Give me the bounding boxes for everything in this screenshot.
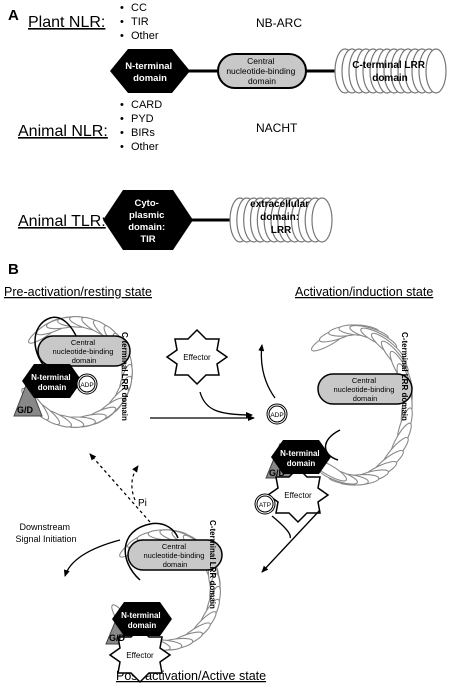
resting-adp-inner: [78, 375, 96, 393]
resting-gd-label: G/D: [17, 405, 34, 415]
active-effector-star: [108, 626, 172, 684]
atp-inner: [256, 495, 274, 513]
activation-gd-label: G/D: [269, 468, 286, 478]
animal-n-domain-list: • CARD • PYD • BIRs • Other: [120, 99, 162, 153]
nacht-label: NACHT: [256, 121, 298, 135]
effector-label: Effector: [183, 353, 211, 362]
resting-lrr-label: C-terminal LRR domain: [120, 332, 129, 421]
list-bullet: •: [120, 113, 124, 125]
activation-linker: [324, 429, 341, 461]
plant-domain-tir: TIR: [131, 16, 149, 28]
pi-label: Pi: [138, 498, 147, 509]
activation-central-label: Central nucleotide-binding domain: [334, 376, 397, 403]
resting-central-label: Central nucleotide-binding domain: [53, 338, 116, 365]
tlr-lrr-domain: [229, 197, 333, 243]
plant-lrr-domain: [334, 48, 447, 94]
tlr-cytoplasmic-domain: [103, 190, 193, 250]
list-bullet: •: [120, 30, 124, 42]
list-bullet: •: [120, 127, 124, 139]
activation-effector-star: [266, 466, 330, 524]
resting-adp-label: ADP: [80, 382, 93, 389]
list-bullet: •: [120, 16, 124, 28]
panel-b-label: B: [8, 261, 19, 278]
effector-star: [165, 328, 229, 386]
active-central-domain: [127, 539, 223, 571]
plant-domain-cc: CC: [131, 2, 147, 14]
atp-binding-arrow: [271, 515, 291, 539]
list-bullet: •: [120, 141, 124, 153]
active-to-resting-arrow: [89, 453, 151, 523]
panel-a-label: A: [8, 7, 19, 24]
animal-domain-birs: BIRs: [131, 127, 155, 139]
active-n-terminal-label: N-terminal domain: [121, 611, 163, 630]
state-resting-title: Pre-activation/resting state: [4, 285, 152, 299]
tlr-extracellular-label: extracellular domain: LRR: [250, 199, 312, 236]
activation-adp-label: ADP: [270, 412, 283, 419]
animal-tlr-title: Animal TLR:: [18, 213, 106, 230]
animal-domain-card: CARD: [131, 99, 162, 111]
downstream-label: Downstream Signal Initiation: [15, 522, 76, 544]
tlr-cytoplasmic-label: Cyto- plasmic domain: TIR: [128, 198, 168, 245]
lrr-repeat: [425, 48, 447, 94]
activation-to-active-arrow: [261, 509, 321, 573]
resting-central-domain: [37, 335, 131, 367]
adp-release-arrow: [258, 344, 276, 399]
activation-lrr-label: C-terminal LRR domain: [400, 332, 409, 421]
animal-domain-other: Other: [131, 141, 159, 153]
active-gd-label: G/D: [109, 633, 126, 643]
activation-effector-label: Effector: [284, 491, 312, 500]
activation-n-terminal-label: N-terminal domain: [280, 449, 322, 468]
animal-nlr-title: Animal NLR:: [18, 123, 108, 140]
downstream-arrow: [63, 539, 121, 577]
active-central-label: Central nucleotide-binding domain: [144, 542, 207, 569]
resting-n-terminal-label: N-terminal domain: [31, 373, 73, 392]
state-activation-title: Activation/induction state: [295, 285, 433, 299]
plant-n-domain-list: • CC • TIR • Other: [120, 2, 159, 42]
plant-central-domain: [217, 53, 307, 89]
activation-adp-inner: [268, 405, 286, 423]
effector-binding-arrow: [199, 391, 253, 418]
pi-release-arrow: [131, 465, 139, 501]
plant-central-label: Central nucleotide-binding domain: [226, 56, 297, 86]
activation-n-terminal-domain: [271, 440, 331, 474]
plant-domain-other: Other: [131, 30, 159, 42]
plant-lrr-label: C-terminal LRR domain: [352, 60, 428, 84]
atp-label: ATP: [259, 502, 271, 509]
list-bullet: •: [120, 99, 124, 111]
active-n-terminal-domain: [112, 602, 172, 636]
resting-n-terminal-domain: [22, 364, 82, 398]
nb-arc-label: NB-ARC: [256, 16, 302, 30]
lrr-repeat: [311, 197, 333, 243]
plant-nlr-title: Plant NLR:: [28, 14, 105, 31]
animal-domain-pyd: PYD: [131, 113, 154, 125]
active-effector-label: Effector: [126, 651, 154, 660]
plant-n-terminal-domain: [110, 49, 190, 93]
activation-central-domain: [317, 373, 413, 405]
list-bullet: •: [120, 2, 124, 14]
plant-n-terminal-label: N-terminal domain: [125, 61, 175, 84]
active-linker: [124, 522, 179, 581]
active-lrr-label: C-terminal LRR domain: [208, 520, 217, 609]
